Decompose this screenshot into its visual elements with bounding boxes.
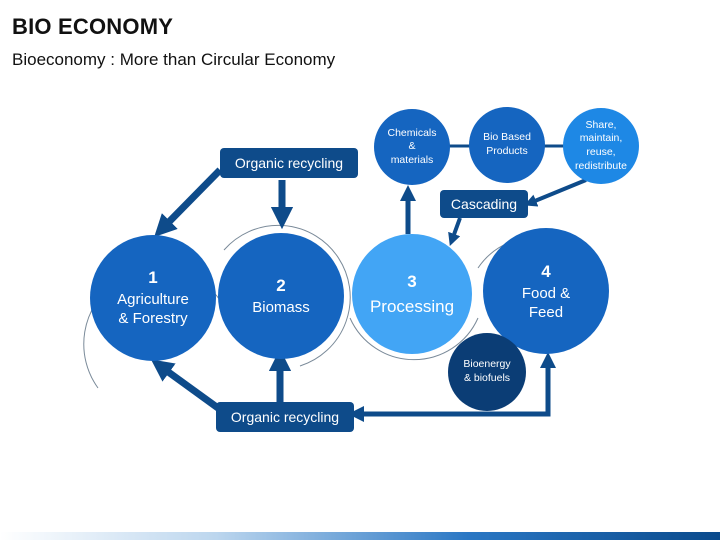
ring-2 — [223, 224, 351, 367]
stage-label-processing: 3 Processing — [369, 272, 455, 316]
arrow-share-to-cascading — [524, 178, 587, 207]
stage-label-food-feed: 4 Food & Feed — [521, 262, 571, 322]
bottom-accent-bar — [0, 532, 720, 540]
node-circle-bioenergy — [448, 333, 526, 411]
node-label-biobased: Bio Based Products — [483, 131, 531, 157]
page-title: BIO ECONOMY — [12, 14, 174, 39]
arrow-recycling-to-agriculture — [154, 167, 223, 237]
node-label-share: Share, maintain, reuse, redistribute — [575, 118, 627, 172]
page-subtitle: Bioeconomy : More than Circular Economy — [12, 50, 336, 69]
node-label-chemicals: Chemicals & materials — [387, 126, 437, 166]
node-circle-chemicals — [374, 109, 450, 185]
node-circle-biobased — [469, 107, 545, 183]
stage-label-agriculture: 1 Agriculture & Forestry — [117, 268, 189, 328]
arrow-recycling-to-agriculture-bottom — [150, 359, 221, 411]
flow-arrows — [150, 144, 587, 423]
organic-recycling-bottom-box: Organic recycling — [216, 402, 354, 432]
node-circle-share — [563, 108, 639, 184]
node-label-bioenergy: Bioenergy & biofuels — [463, 358, 511, 384]
stage-circle-biomass — [218, 233, 344, 359]
stage-circle-agriculture — [90, 235, 216, 361]
stage-circle-processing — [352, 234, 472, 354]
organic-recycling-top-box: Organic recycling — [220, 148, 358, 178]
arrow-cascading-to-processing — [448, 217, 462, 247]
arrow-food-to-recycling — [347, 351, 557, 423]
stage-label-biomass: 2 Biomass — [252, 275, 310, 316]
stage-circle-food-feed — [483, 228, 609, 354]
cascading-box: Cascading — [440, 190, 528, 218]
